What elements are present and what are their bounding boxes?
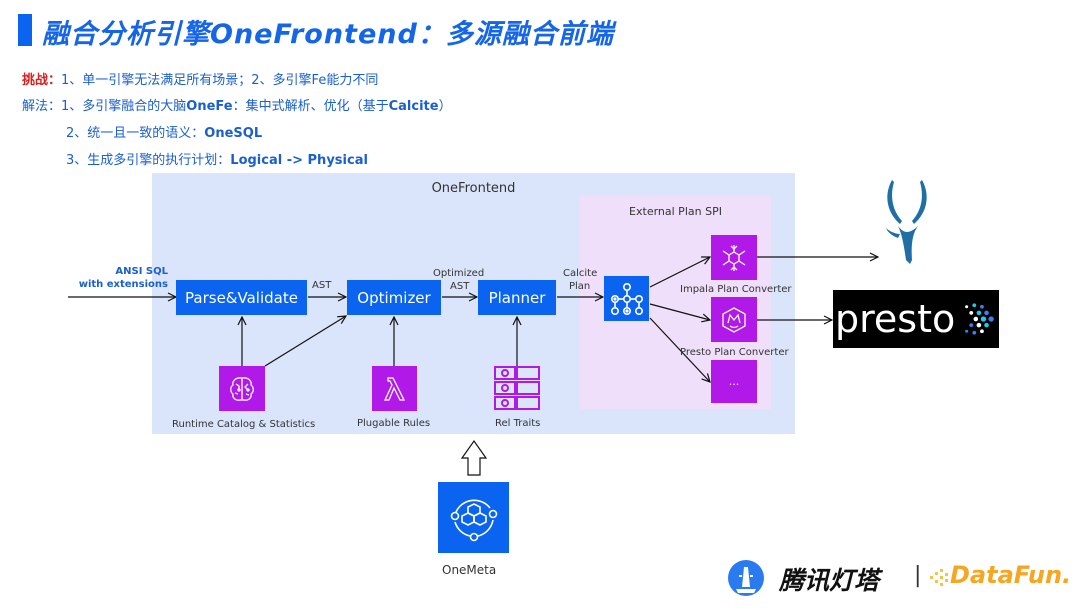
plugable-rules-box[interactable]: [372, 366, 417, 411]
brain-circuit-icon: [230, 376, 254, 401]
optimizer-box[interactable]: Optimizer: [347, 280, 441, 315]
rel-traits-label: Rel Traits: [495, 418, 541, 429]
presto-converter-box[interactable]: [711, 297, 757, 342]
challenge-line: 挑战：1、单一引擎无法满足所有场景；2、多引擎Fe能力不同: [22, 69, 378, 88]
solution-2-text: 2、统一且一致的语义：: [66, 126, 205, 141]
edge-label-ast: AST: [312, 280, 332, 291]
input-label-line2: with extensions: [78, 279, 168, 290]
impala-converter-box[interactable]: [711, 235, 757, 280]
solution-1-text: 1、多引擎融合的大脑: [61, 99, 187, 114]
solution-line-1: 解法：1、多引擎融合的大脑OneFe：集中式解析、优化（基于Calcite）: [22, 95, 452, 114]
challenge-label: 挑战：: [22, 73, 62, 88]
input-label: ANSI SQL with extensions: [72, 265, 168, 291]
runtime-catalog-box[interactable]: [219, 366, 265, 411]
lambda-icon: [383, 376, 405, 401]
onemeta-label: OneMeta: [442, 563, 497, 577]
challenge-text: 1、单一引擎无法满足所有场景；2、多引擎Fe能力不同: [61, 73, 379, 88]
solution-3-bold: Logical -> Physical: [230, 153, 368, 168]
hollow-arrow-onemeta-up: [460, 439, 488, 476]
cubes-cycle-icon: [450, 499, 497, 541]
footer-separator: |: [914, 563, 922, 588]
solution-3-text: 3、生成多引擎的执行计划：: [66, 153, 231, 168]
input-label-line1: ANSI SQL: [115, 266, 168, 277]
solution-line-2: 2、统一且一致的语义：OneSQL: [66, 122, 262, 141]
tencent-lighthouse-logo-text: 腾讯灯塔: [779, 566, 880, 595]
solution-1-bold2: Calcite: [388, 99, 439, 114]
arrow-spi-to-more: [649, 317, 710, 382]
solution-1-bold: OneFe: [186, 99, 233, 114]
rel-traits-icon[interactable]: [494, 366, 540, 411]
plan-spi-hub[interactable]: [604, 276, 649, 321]
parse-validate-box[interactable]: Parse&Validate: [176, 280, 307, 315]
edge-label-calcite: Calcite: [563, 268, 598, 279]
tencent-lighthouse-logo-icon: [727, 559, 765, 597]
solution-1-mid: ：集中式解析、优化（基于: [232, 99, 389, 114]
external-plan-spi-label: External Plan SPI: [629, 205, 722, 218]
presto-logo: presto: [833, 290, 999, 348]
presto-converter-label: Presto Plan Converter: [680, 347, 789, 358]
planner-box[interactable]: Planner: [478, 280, 556, 315]
arrow-catalog-to-optimizer: [264, 316, 346, 367]
page-title: 融合分析引擎OneFrontend：多源融合前端: [42, 19, 614, 50]
impala-converter-label: Impala Plan Converter: [680, 284, 792, 295]
solution-label: 解法：: [22, 99, 62, 114]
impala-logo: [878, 176, 936, 280]
onefrontend-label: OneFrontend: [431, 181, 516, 196]
crown-cube-icon: [722, 306, 746, 333]
solution-2-bold: OneSQL: [204, 126, 263, 141]
datafun-logo-text: DataFun.: [950, 561, 1072, 589]
impala-antelope-icon: [886, 180, 927, 264]
edge-label-optimized-ast: AST: [450, 281, 470, 292]
snowflake-icon: [722, 244, 746, 271]
graph-network-icon: [610, 282, 643, 315]
presto-dots-icon: [965, 303, 995, 335]
solution-line-3: 3、生成多引擎的执行计划：Logical -> Physical: [66, 149, 368, 168]
title-accent-bar: [18, 14, 32, 46]
presto-logo-text: presto: [835, 297, 956, 341]
more-converters-box[interactable]: ...: [711, 360, 757, 403]
solution-1-suffix: ）: [438, 99, 452, 114]
onemeta-box[interactable]: [438, 482, 509, 553]
edge-label-plan: Plan: [569, 281, 591, 292]
arrow-spi-to-presto: [649, 303, 710, 320]
arrow-spi-to-impala: [649, 257, 710, 288]
plugable-rules-label: Plugable Rules: [357, 418, 431, 429]
edge-label-optimized: Optimized: [433, 268, 485, 279]
datafun-dots-icon: [930, 569, 948, 587]
runtime-catalog-label: Runtime Catalog & Statistics: [172, 419, 316, 430]
